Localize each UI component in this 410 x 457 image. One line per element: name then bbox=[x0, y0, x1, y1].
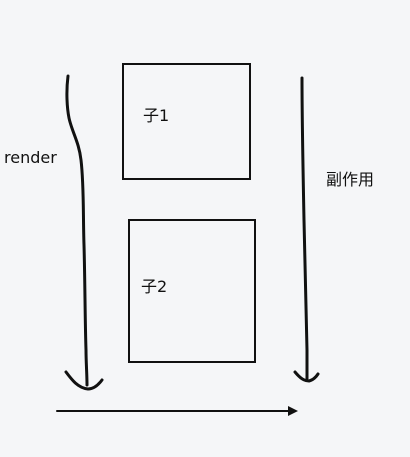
child-box-2 bbox=[128, 219, 256, 363]
side-effect-arrowhead bbox=[293, 370, 320, 383]
render-label: render bbox=[4, 148, 57, 167]
child-box-1-label: 子1 bbox=[143, 106, 169, 125]
side-effect-label: 副作用 bbox=[326, 170, 374, 189]
child-box-2-label: 子2 bbox=[141, 277, 167, 296]
render-arrowhead bbox=[64, 370, 104, 391]
timeline-arrowhead bbox=[288, 406, 298, 416]
render-down-arrow bbox=[65, 74, 89, 387]
child-box-1 bbox=[122, 63, 251, 180]
side-effect-down-arrow bbox=[300, 76, 309, 382]
